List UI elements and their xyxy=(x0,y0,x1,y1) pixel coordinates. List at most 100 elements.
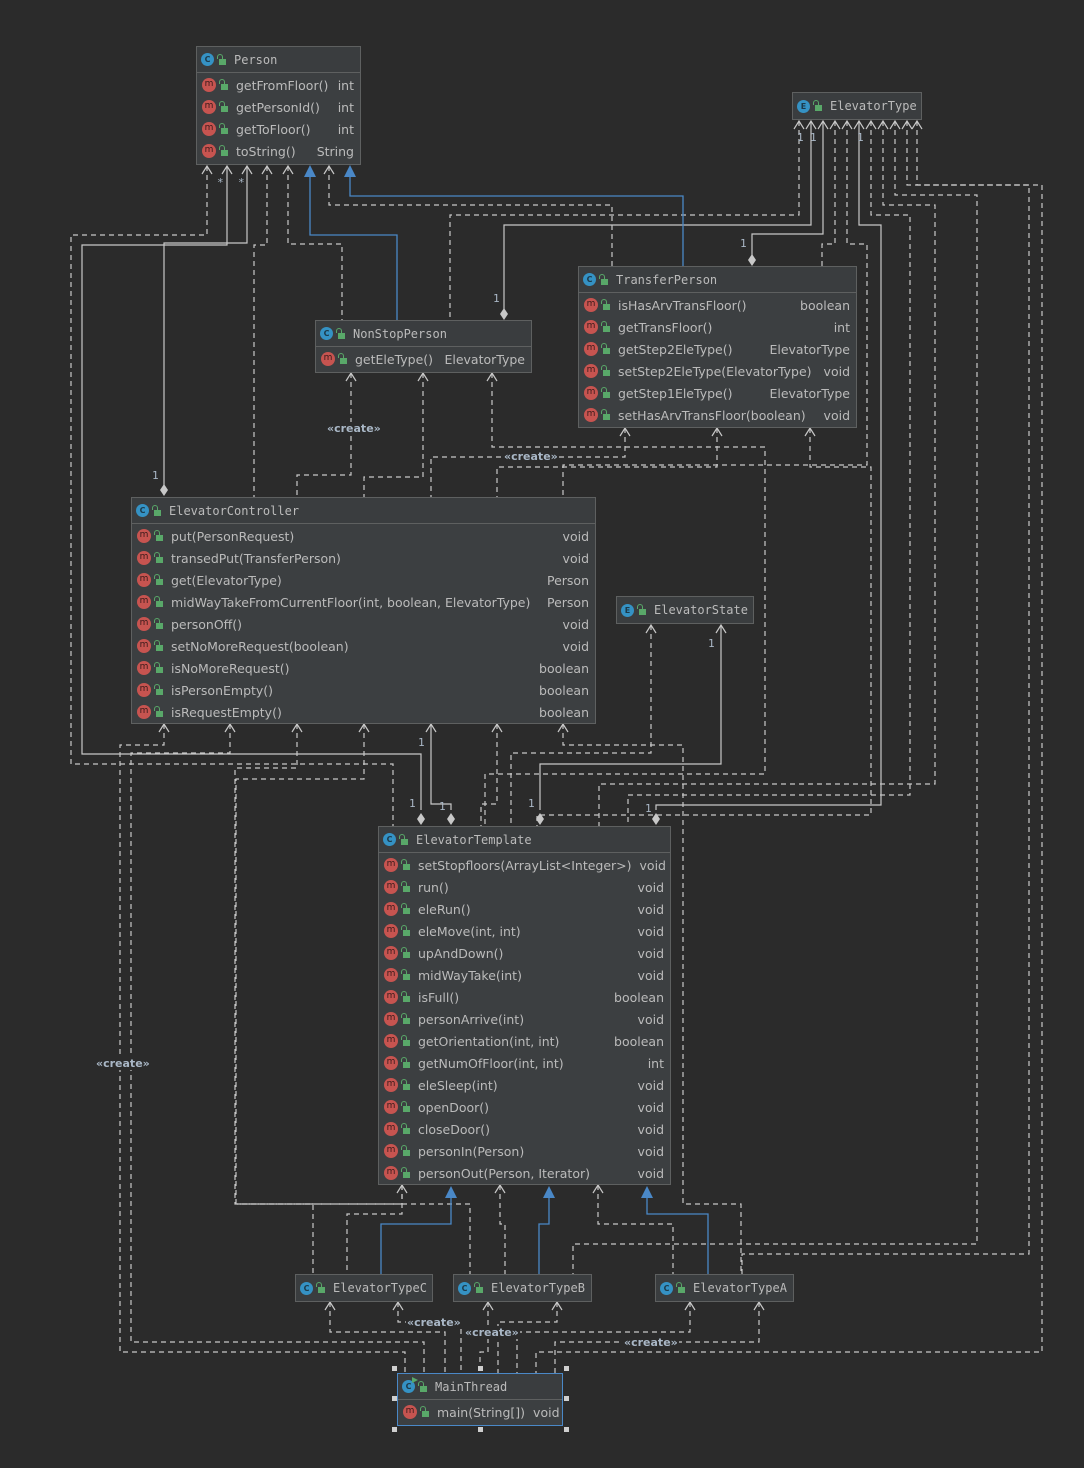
open-arrowhead xyxy=(392,1300,404,1311)
composition-diamond xyxy=(536,813,544,825)
method-name: isRequestEmpty() xyxy=(171,704,282,720)
class-name: ElevatorState xyxy=(654,603,748,617)
class-elevator-type-b[interactable]: C ElevatorTypeB xyxy=(453,1274,592,1302)
method-return-type: void xyxy=(637,967,664,983)
enum-elevator-state[interactable]: E ElevatorState xyxy=(616,596,754,624)
method-name: getStep1EleType() xyxy=(618,385,733,401)
method-return-type: void xyxy=(562,638,589,654)
create-stereotype: «create» xyxy=(95,1057,151,1070)
edge-dependency xyxy=(510,625,652,826)
edge-dependency xyxy=(597,1185,674,1276)
resize-handle[interactable] xyxy=(564,1427,569,1432)
public-lock-icon xyxy=(601,409,610,420)
resize-handle[interactable] xyxy=(392,1396,397,1401)
public-lock-icon xyxy=(813,100,822,111)
resize-handle[interactable] xyxy=(564,1396,569,1401)
public-lock-icon xyxy=(401,1013,410,1024)
open-arrowhead xyxy=(345,371,357,382)
resize-handle[interactable] xyxy=(392,1427,397,1432)
class-header: C ElevatorController xyxy=(132,498,595,524)
method-icon: m xyxy=(384,880,398,894)
class-header: C Person xyxy=(197,47,360,73)
edge-association xyxy=(539,625,722,810)
class-elevator-type-c[interactable]: C ElevatorTypeC xyxy=(295,1274,433,1302)
open-arrowhead xyxy=(841,119,853,130)
create-stereotype: «create» xyxy=(326,422,382,435)
class-icon: C xyxy=(583,273,596,286)
method-return-type: void xyxy=(562,616,589,632)
class-header: E ElevatorState xyxy=(617,597,753,623)
resize-handle[interactable] xyxy=(392,1366,397,1371)
method-return-type: void xyxy=(637,1099,664,1115)
edge-dependency xyxy=(234,724,314,1276)
method-icon: m xyxy=(202,78,216,92)
resize-handle[interactable] xyxy=(564,1366,569,1371)
enum-elevator-type[interactable]: E ElevatorType xyxy=(792,92,922,120)
edge-dependency xyxy=(554,1302,760,1374)
open-arrowhead xyxy=(201,164,213,175)
method-icon: m xyxy=(137,683,151,697)
public-lock-icon xyxy=(219,101,228,112)
method-name: midWayTakeFromCurrentFloor(int, boolean,… xyxy=(171,594,531,610)
public-lock-icon xyxy=(474,1282,483,1293)
class-elevator-type-a[interactable]: C ElevatorTypeA xyxy=(655,1274,794,1302)
resize-handle[interactable] xyxy=(478,1366,483,1371)
method-name: setStopfloors(ArrayList<Integer>) xyxy=(418,857,632,873)
edge-dependency xyxy=(480,724,498,826)
edge-dependency xyxy=(287,166,343,320)
public-lock-icon xyxy=(401,1035,410,1046)
method-name: getEleType() xyxy=(355,351,434,367)
open-arrowhead xyxy=(482,1300,494,1311)
multiplicity-label: 1 xyxy=(152,469,159,482)
open-arrowhead xyxy=(396,1183,408,1194)
create-stereotype: «create» xyxy=(464,1326,520,1339)
inheritance-arrowhead xyxy=(344,165,356,177)
resize-handle[interactable] xyxy=(478,1427,483,1432)
open-arrowhead xyxy=(551,1300,563,1311)
method-return-type: void xyxy=(637,1143,664,1159)
class-name: TransferPerson xyxy=(616,272,718,287)
